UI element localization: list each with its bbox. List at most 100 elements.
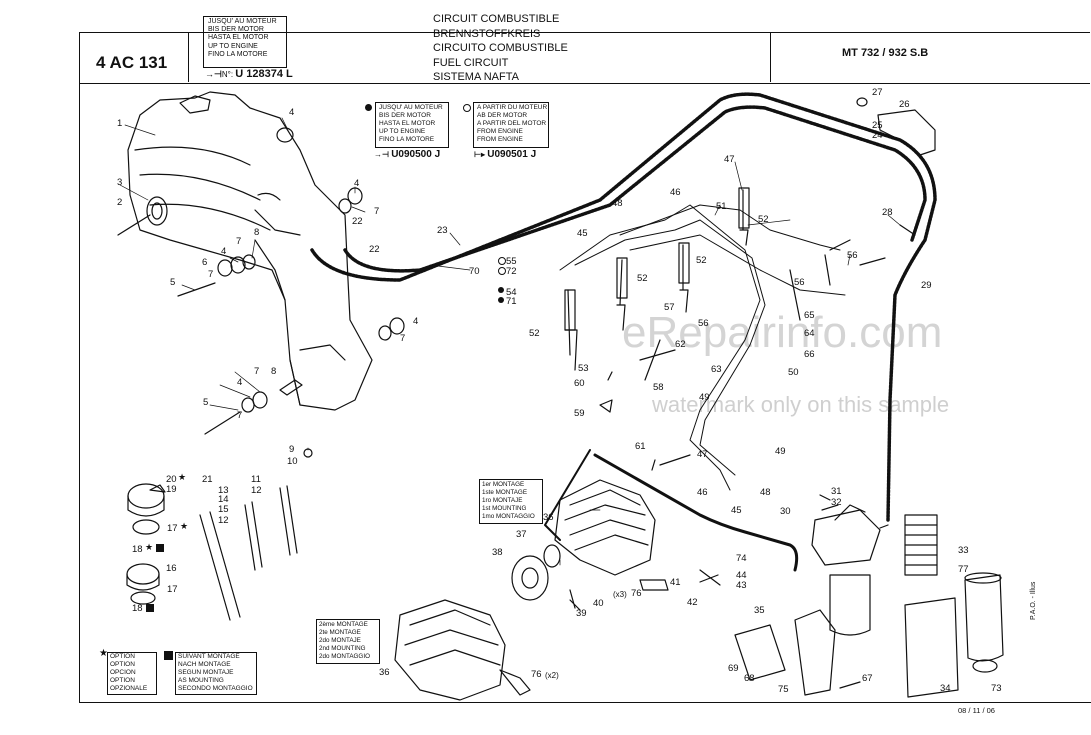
- fuel-filter: [829, 574, 871, 636]
- variant-until-number: →⊣ U090500 J: [374, 149, 440, 160]
- callout: 58: [653, 382, 664, 393]
- title-line: CIRCUIT COMBUSTIBLE: [433, 13, 560, 25]
- variant-from-line: FROM ENGINE: [477, 128, 523, 135]
- legend-option-text: OPTION OPTION OPCION OPTION OPZIONALE: [110, 653, 147, 693]
- number-prefix: N°: [221, 70, 231, 79]
- variant-until-line: HASTA EL MOTOR: [379, 120, 436, 127]
- callout: 7: [208, 269, 214, 280]
- callout: 38: [492, 547, 503, 558]
- callout: 3: [117, 177, 123, 188]
- callout: 75: [778, 684, 789, 695]
- variant-from-line: A PARTIR DU MOTEUR: [477, 104, 548, 111]
- callout: 47: [724, 154, 735, 165]
- callout: 64: [804, 328, 815, 339]
- callout: 17: [167, 584, 178, 595]
- callout: 53: [578, 363, 589, 374]
- callout: 22: [352, 216, 363, 227]
- callout: 72: [506, 266, 517, 277]
- quantity-x2: (x2): [545, 671, 559, 680]
- legend-engine-line: SUIVANT MONTAGE: [178, 653, 240, 660]
- page-title: CIRCUIT COMBUSTIBLE BRENNSTOFFKREIS CIRC…: [433, 12, 568, 85]
- engine-symbol-icon: ⊢▸: [474, 150, 488, 159]
- callout: 8: [271, 366, 277, 377]
- callout: 57: [664, 302, 675, 313]
- callout: 68: [744, 673, 755, 684]
- mounting-line: 1ste MONTAGE: [482, 489, 528, 496]
- legend-option-box: [107, 652, 157, 695]
- callout: 12: [218, 515, 229, 526]
- fuel-tank: [127, 91, 373, 411]
- fuel-hose-23: [310, 92, 937, 522]
- callout: 36: [543, 512, 554, 523]
- injector-pipes: [559, 204, 761, 491]
- bullet-black-icon: [365, 104, 372, 111]
- legend-star-icon: ★: [99, 648, 108, 659]
- callout: 48: [612, 198, 623, 209]
- mounting-line: 1mo MONTAGGIO: [482, 513, 535, 520]
- bullet-white-icon: [498, 257, 506, 265]
- callout: 14: [218, 494, 229, 505]
- first-mounting-box: [479, 479, 543, 524]
- tank-cap: [146, 196, 168, 226]
- callout: 20: [166, 474, 177, 485]
- callout: 4: [354, 178, 360, 189]
- callout: 5: [170, 277, 176, 288]
- callout: 15: [218, 504, 229, 515]
- callout: 56: [698, 318, 709, 329]
- variant-from-number: ⊢▸ U090501 J: [474, 149, 536, 160]
- return-hose: [593, 453, 799, 572]
- model-box: [770, 32, 1091, 82]
- callout: 25: [872, 120, 883, 131]
- callout: 71: [506, 296, 517, 307]
- callout: 17: [167, 523, 178, 534]
- callout: 24: [872, 130, 883, 141]
- ref-code-box: [79, 32, 189, 82]
- callout: 7: [236, 236, 242, 247]
- legend-engine-text: SUIVANT MONTAGE NACH MONTAGE SEGUN MONTA…: [178, 653, 253, 693]
- mounting-line: 1er MONTAGE: [482, 481, 525, 488]
- title-line: FUEL CIRCUIT: [433, 56, 509, 69]
- variant-until-box: [375, 102, 449, 148]
- title-line: CIRCUITO COMBUSTIBLE: [433, 42, 568, 54]
- callout: 49: [699, 392, 710, 403]
- callout: 47: [697, 449, 708, 460]
- injection-pump: [554, 479, 656, 576]
- callout: 70: [469, 266, 480, 277]
- callout: 43: [736, 580, 747, 591]
- variant-until-line: JUSQU' AU MOTEUR: [379, 104, 443, 111]
- watermark: eRepairinfo.com: [622, 308, 943, 357]
- callout: 6: [202, 257, 208, 268]
- callout: 35: [754, 605, 765, 616]
- mounting-line: 2ème MONTAGE: [319, 621, 368, 628]
- callout: 60: [574, 378, 585, 389]
- bracket-69: [734, 624, 786, 681]
- callout: 42: [687, 597, 698, 608]
- callout: 41: [670, 577, 681, 588]
- gauge-tube: [199, 511, 241, 621]
- variant-from-text: A PARTIR DU MOTEUR AB DER MOTOR A PARTIR…: [477, 104, 547, 144]
- callout: 54: [506, 287, 517, 298]
- callout: 4: [237, 377, 243, 388]
- mounting-line: 2do MONTAJE: [319, 637, 361, 644]
- callout: 40: [593, 598, 604, 609]
- ref-code: 4 AC 131: [96, 53, 168, 72]
- callout: 7: [237, 410, 243, 421]
- callout: 76: [531, 669, 542, 680]
- engine-until-text: JUSQU' AU MOTEUR BIS DER MOTOR HASTA EL …: [208, 18, 277, 59]
- o-ring-17: [132, 519, 160, 535]
- callout: 7: [254, 366, 260, 377]
- callout: 66: [804, 349, 815, 360]
- callout: 30: [780, 506, 791, 517]
- legend-engine-line: SEGUN MONTAJE: [178, 669, 234, 676]
- callout: 46: [697, 487, 708, 498]
- callout: 50: [788, 367, 799, 378]
- callout: 69: [728, 663, 739, 674]
- callout: 65: [804, 310, 815, 321]
- callout: 34: [940, 683, 951, 694]
- header-frame: [79, 32, 1090, 84]
- callout: 18: [132, 603, 143, 614]
- model-label: MT 732 / 932 S.B: [842, 47, 929, 59]
- engine-symbol-icon: →⊣: [205, 69, 222, 79]
- footer-date: 08 / 11 / 06: [958, 706, 995, 715]
